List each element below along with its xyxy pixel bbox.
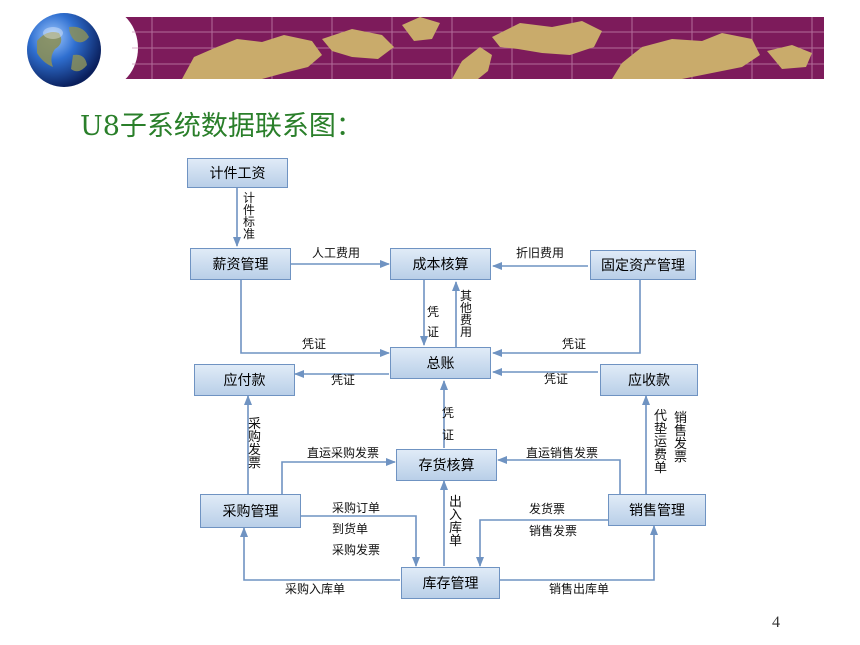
node-accounts-receivable: 应收款	[600, 364, 698, 396]
label-voucher-payroll: 凭证	[302, 337, 327, 351]
node-inventory-accounting: 存货核算	[396, 449, 497, 481]
label-in-out-warehouse: 出入库单	[449, 495, 463, 549]
label-sales-invoice-inventory: 销售发票	[529, 524, 578, 538]
node-general-ledger: 总账	[390, 347, 491, 379]
node-piece-wage: 计件工资	[187, 158, 288, 188]
label-voucher-receivable: 凭证	[544, 372, 569, 386]
edge-direct-sales-invoice	[497, 456, 621, 494]
edge-voucher-payroll	[240, 280, 390, 357]
label-other-expenses: 其他费用	[460, 289, 473, 339]
edge-direct-purchase-invoice	[281, 458, 396, 494]
label-sales-invoice-vertical: 销售发票	[674, 411, 688, 465]
node-accounts-payable: 应付款	[194, 364, 295, 396]
label-voucher-assets: 凭证	[562, 337, 587, 351]
label-voucher-cost: 凭证	[427, 305, 440, 339]
label-direct-sales-invoice: 直运销售发票	[526, 446, 599, 460]
header-banner	[22, 17, 824, 79]
label-voucher-inventory: 凭证	[442, 406, 455, 442]
slide-title: U8子系统数据联系图：	[80, 111, 363, 142]
label-sales-outbound: 销售出库单	[549, 582, 610, 596]
edge-voucher-assets	[492, 280, 641, 357]
edge-delivery-note	[476, 519, 608, 567]
node-inventory: 库存管理	[401, 567, 500, 599]
node-fixed-assets: 固定资产管理	[590, 250, 696, 280]
edge-sales-outbound	[500, 525, 658, 581]
data-flow-diagram: 计件工资 薪资管理 成本核算 固定资产管理 应付款 总账 应收款 存货核算 采购…	[168, 150, 742, 606]
node-sales: 销售管理	[608, 494, 706, 526]
label-advance-freight: 代垫运费单	[654, 409, 668, 476]
label-purchase-receipt: 采购入库单	[285, 582, 346, 596]
edge-purchase-order	[301, 515, 420, 567]
diagram-connectors	[233, 188, 658, 581]
label-piece-standard: 计件标准	[243, 191, 256, 241]
page-number: 4	[772, 614, 780, 631]
label-voucher-payable: 凭证	[331, 373, 356, 387]
node-payroll: 薪资管理	[190, 248, 291, 280]
node-purchasing: 采购管理	[200, 494, 301, 528]
globe-icon	[27, 13, 101, 87]
label-arrival-note: 到货单	[332, 522, 369, 536]
node-cost-accounting: 成本核算	[390, 248, 491, 280]
label-purchase-invoice-inventory: 采购发票	[332, 543, 381, 557]
edge-purchase-receipt	[240, 527, 400, 581]
world-map-icon	[70, 17, 824, 79]
label-purchase-order: 采购订单	[332, 501, 381, 515]
label-delivery-note: 发货票	[529, 502, 566, 516]
label-direct-purchase-invoice: 直运采购发票	[307, 446, 380, 460]
label-depreciation: 折旧费用	[516, 246, 565, 260]
label-purchase-invoice: 采购发票	[248, 417, 262, 471]
label-labor-cost: 人工费用	[312, 246, 361, 260]
